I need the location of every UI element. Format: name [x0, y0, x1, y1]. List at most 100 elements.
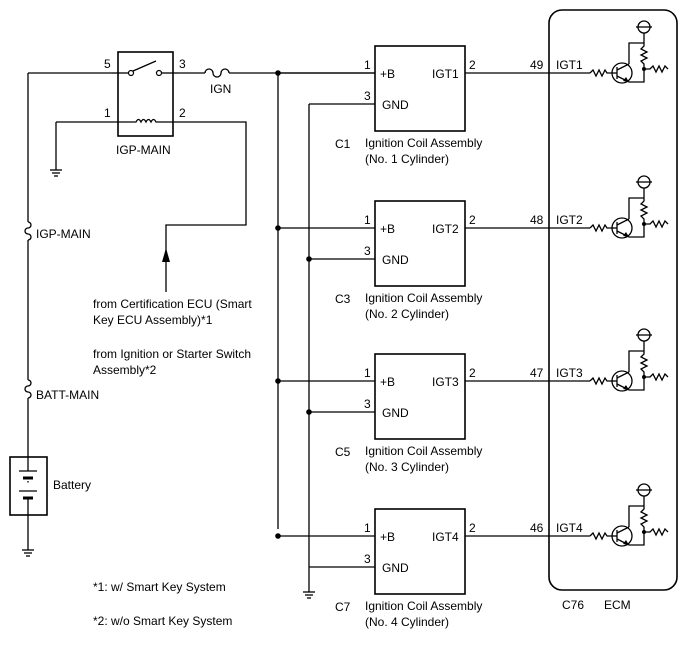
relay-switch-arm — [132, 60, 157, 72]
ecm-box — [548, 9, 678, 591]
ecm-pin-signal: IGT1 — [556, 58, 583, 72]
pullup-resistor-icon — [639, 188, 649, 224]
junction-dot — [642, 67, 646, 71]
coil-name: Ignition Coil Assembly — [365, 599, 482, 613]
resistor-icon — [589, 531, 612, 541]
igp-main-fuse-label: IGP-MAIN — [36, 227, 91, 241]
junction-dot — [642, 222, 646, 226]
junction-dot — [306, 256, 312, 262]
ground-icon — [303, 591, 315, 599]
igp-main-fuse-icon — [24, 221, 32, 241]
coil-pin: 3 — [364, 89, 371, 103]
ecm-pin-signal: IGT4 — [556, 521, 583, 535]
output-resistor-icon — [629, 219, 669, 238]
relay-contact — [127, 69, 135, 77]
wire — [628, 505, 644, 527]
coil-pin: 2 — [469, 366, 476, 380]
coil-pin: 2 — [469, 58, 476, 72]
coil-terminal: GND — [382, 406, 409, 420]
igp-main-relay: 5 3 1 2 IGP-MAIN — [104, 51, 186, 157]
emitter-arrow-icon — [623, 77, 629, 82]
coil-terminal: IGT2 — [432, 222, 459, 236]
coil-terminal: +B — [380, 530, 395, 544]
coil-connector-label: C5 — [335, 445, 351, 459]
batt-main-fuse-label: BATT-MAIN — [36, 388, 99, 402]
coil-cylinder: (No. 3 Cylinder) — [365, 460, 449, 474]
coil-box — [374, 200, 466, 287]
ecm-pin-number: 47 — [530, 366, 544, 380]
input-note: Assembly*2 — [93, 363, 157, 377]
junction-dot — [275, 533, 281, 539]
footnote: *1: w/ Smart Key System — [93, 580, 226, 594]
wire — [628, 42, 644, 64]
footnote: *2: w/o Smart Key System — [93, 614, 232, 628]
coil-terminal: +B — [380, 222, 395, 236]
ecm-pin-signal: IGT3 — [556, 366, 583, 380]
relay-pin: 5 — [104, 57, 111, 71]
coil-terminal: GND — [382, 253, 409, 267]
junction-dot — [306, 409, 312, 415]
ign-fuse-icon — [204, 68, 230, 78]
coil-pin: 2 — [469, 213, 476, 227]
output-resistor-icon — [629, 527, 669, 546]
coil-box — [374, 45, 466, 132]
coil-name: Ignition Coil Assembly — [365, 291, 482, 305]
ecm-channel-3: 47 IGT3 — [530, 328, 669, 392]
ecm-pin-number: 48 — [530, 213, 544, 227]
coil-cylinder: (No. 4 Cylinder) — [365, 615, 449, 629]
coil-pin: 3 — [364, 552, 371, 566]
ecm-pin-number: 46 — [530, 521, 544, 535]
coil-connector-label: C1 — [335, 137, 351, 151]
coil-pin: 1 — [364, 521, 371, 535]
coil-terminal: IGT3 — [432, 375, 459, 389]
wire — [165, 121, 247, 292]
pullup-resistor-icon — [639, 496, 649, 532]
pullup-resistor-icon — [639, 341, 649, 377]
relay-pin: 1 — [104, 106, 111, 120]
relay-label: IGP-MAIN — [116, 143, 171, 157]
transistor-collector — [616, 63, 630, 71]
ign-fuse-label: IGN — [210, 82, 231, 96]
transistor-collector — [616, 526, 630, 534]
coil-terminal: +B — [380, 375, 395, 389]
emitter-arrow-icon — [623, 385, 629, 390]
junction-dot — [275, 378, 281, 384]
transistor-collector — [616, 218, 630, 226]
ground-icon — [22, 549, 34, 557]
ecm-connector-label: C76 — [562, 598, 584, 612]
output-resistor-icon — [629, 64, 669, 83]
coil-terminal: +B — [380, 67, 395, 81]
coil-connector-label: C7 — [335, 600, 351, 614]
resistor-icon — [589, 68, 612, 78]
ecm-label: ECM — [604, 598, 631, 612]
coil-pin: 3 — [364, 244, 371, 258]
battery-label: Battery — [53, 478, 91, 492]
input-note: Key ECU Assembly)*1 — [93, 313, 213, 327]
resistor-icon — [589, 223, 612, 233]
coil-terminal: GND — [382, 561, 409, 575]
coil-cylinder: (No. 2 Cylinder) — [365, 307, 449, 321]
coil-connector-label: C3 — [335, 292, 351, 306]
junction-dot — [642, 530, 646, 534]
input-note: from Ignition or Starter Switch — [93, 347, 251, 361]
arrow-up-icon — [162, 248, 170, 262]
coil-terminal: IGT1 — [432, 67, 459, 81]
coil-name: Ignition Coil Assembly — [365, 136, 482, 150]
coil-box — [374, 508, 466, 595]
coil-terminal: GND — [382, 98, 409, 112]
wire — [628, 197, 644, 219]
junction-dot — [642, 375, 646, 379]
junction-dot — [275, 225, 281, 231]
pullup-resistor-icon — [639, 33, 649, 69]
wire — [628, 350, 644, 372]
coil-pin: 1 — [364, 58, 371, 72]
